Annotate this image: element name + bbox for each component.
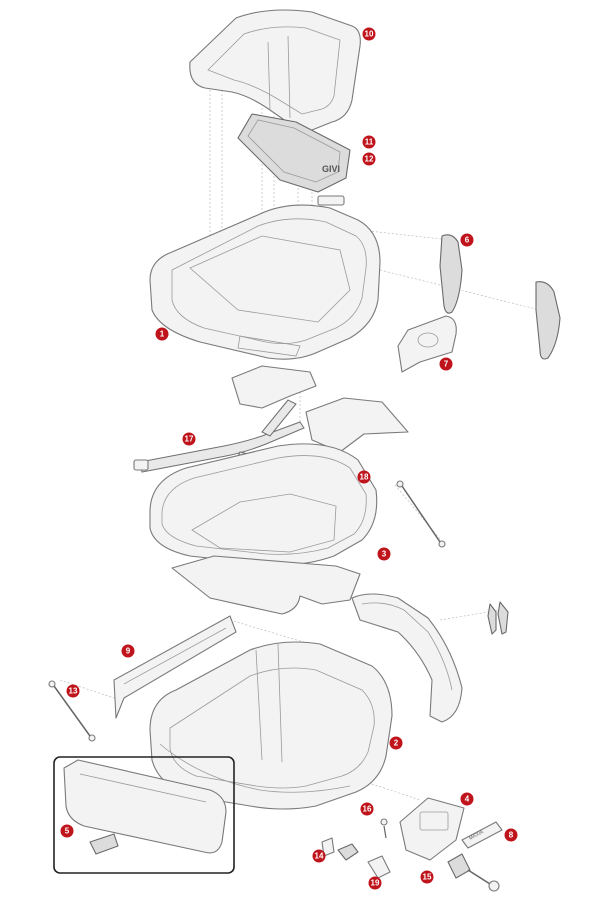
backrest-part xyxy=(189,9,361,131)
callout-10: 10 xyxy=(362,27,376,41)
svg-text:4: 4 xyxy=(465,795,470,804)
small-badge xyxy=(317,195,345,206)
callout-5: 5 xyxy=(60,824,74,838)
lock-key-part xyxy=(447,853,500,892)
callout-3: 3 xyxy=(377,547,391,561)
callout-1: 1 xyxy=(155,327,169,341)
svg-text:14: 14 xyxy=(315,852,324,861)
detail-frame xyxy=(53,756,235,874)
svg-text:18: 18 xyxy=(360,473,369,482)
clip-part xyxy=(321,837,359,861)
svg-text:16: 16 xyxy=(363,805,372,814)
svg-text:6: 6 xyxy=(465,236,470,245)
mat-part xyxy=(171,555,361,615)
callout-17: 17 xyxy=(182,432,196,446)
lid-part xyxy=(149,204,381,360)
callout-18: 18 xyxy=(357,470,371,484)
cover-plate-part: GIVI xyxy=(237,113,351,206)
svg-text:8: 8 xyxy=(509,831,514,840)
svg-text:3: 3 xyxy=(382,550,387,559)
side-trim-part xyxy=(351,593,509,723)
inner-panel-part xyxy=(113,615,237,719)
callout-8: 8 xyxy=(504,828,518,842)
callout-2: 2 xyxy=(389,736,403,750)
rear-panel-part xyxy=(63,759,227,855)
side-cover-parts xyxy=(231,365,409,453)
svg-text:7: 7 xyxy=(444,360,449,369)
maxia-badge-part: MAXIA xyxy=(461,821,503,849)
rod-right xyxy=(396,480,446,548)
callout-9: 9 xyxy=(121,644,135,658)
callout-19: 19 xyxy=(368,876,382,890)
svg-text:19: 19 xyxy=(371,879,380,888)
callout-7: 7 xyxy=(439,357,453,371)
callout-6: 6 xyxy=(460,233,474,247)
svg-text:12: 12 xyxy=(365,155,374,164)
svg-text:10: 10 xyxy=(365,30,374,39)
svg-text:5: 5 xyxy=(65,827,70,836)
svg-text:9: 9 xyxy=(126,647,131,656)
screw-part xyxy=(380,818,388,839)
case-body-part xyxy=(149,641,393,810)
hinge-block-part xyxy=(397,315,457,373)
key-housing-part xyxy=(367,855,391,879)
givi-logo: GIVI xyxy=(322,164,340,174)
callout-13: 13 xyxy=(66,684,80,698)
svg-text:2: 2 xyxy=(394,739,399,748)
latch-plate-part xyxy=(399,797,465,861)
callout-4: 4 xyxy=(460,792,474,806)
rod-left xyxy=(48,680,96,742)
reflector-parts xyxy=(439,234,561,360)
svg-text:17: 17 xyxy=(185,435,194,444)
svg-text:11: 11 xyxy=(365,138,374,147)
callout-11: 11 xyxy=(362,135,376,149)
svg-text:1: 1 xyxy=(160,330,165,339)
svg-text:13: 13 xyxy=(69,687,78,696)
svg-text:15: 15 xyxy=(423,873,432,882)
callout-14: 14 xyxy=(312,849,326,863)
callout-12: 12 xyxy=(362,152,376,166)
callout-16: 16 xyxy=(360,802,374,816)
callout-15: 15 xyxy=(420,870,434,884)
gasket-part xyxy=(149,443,378,566)
